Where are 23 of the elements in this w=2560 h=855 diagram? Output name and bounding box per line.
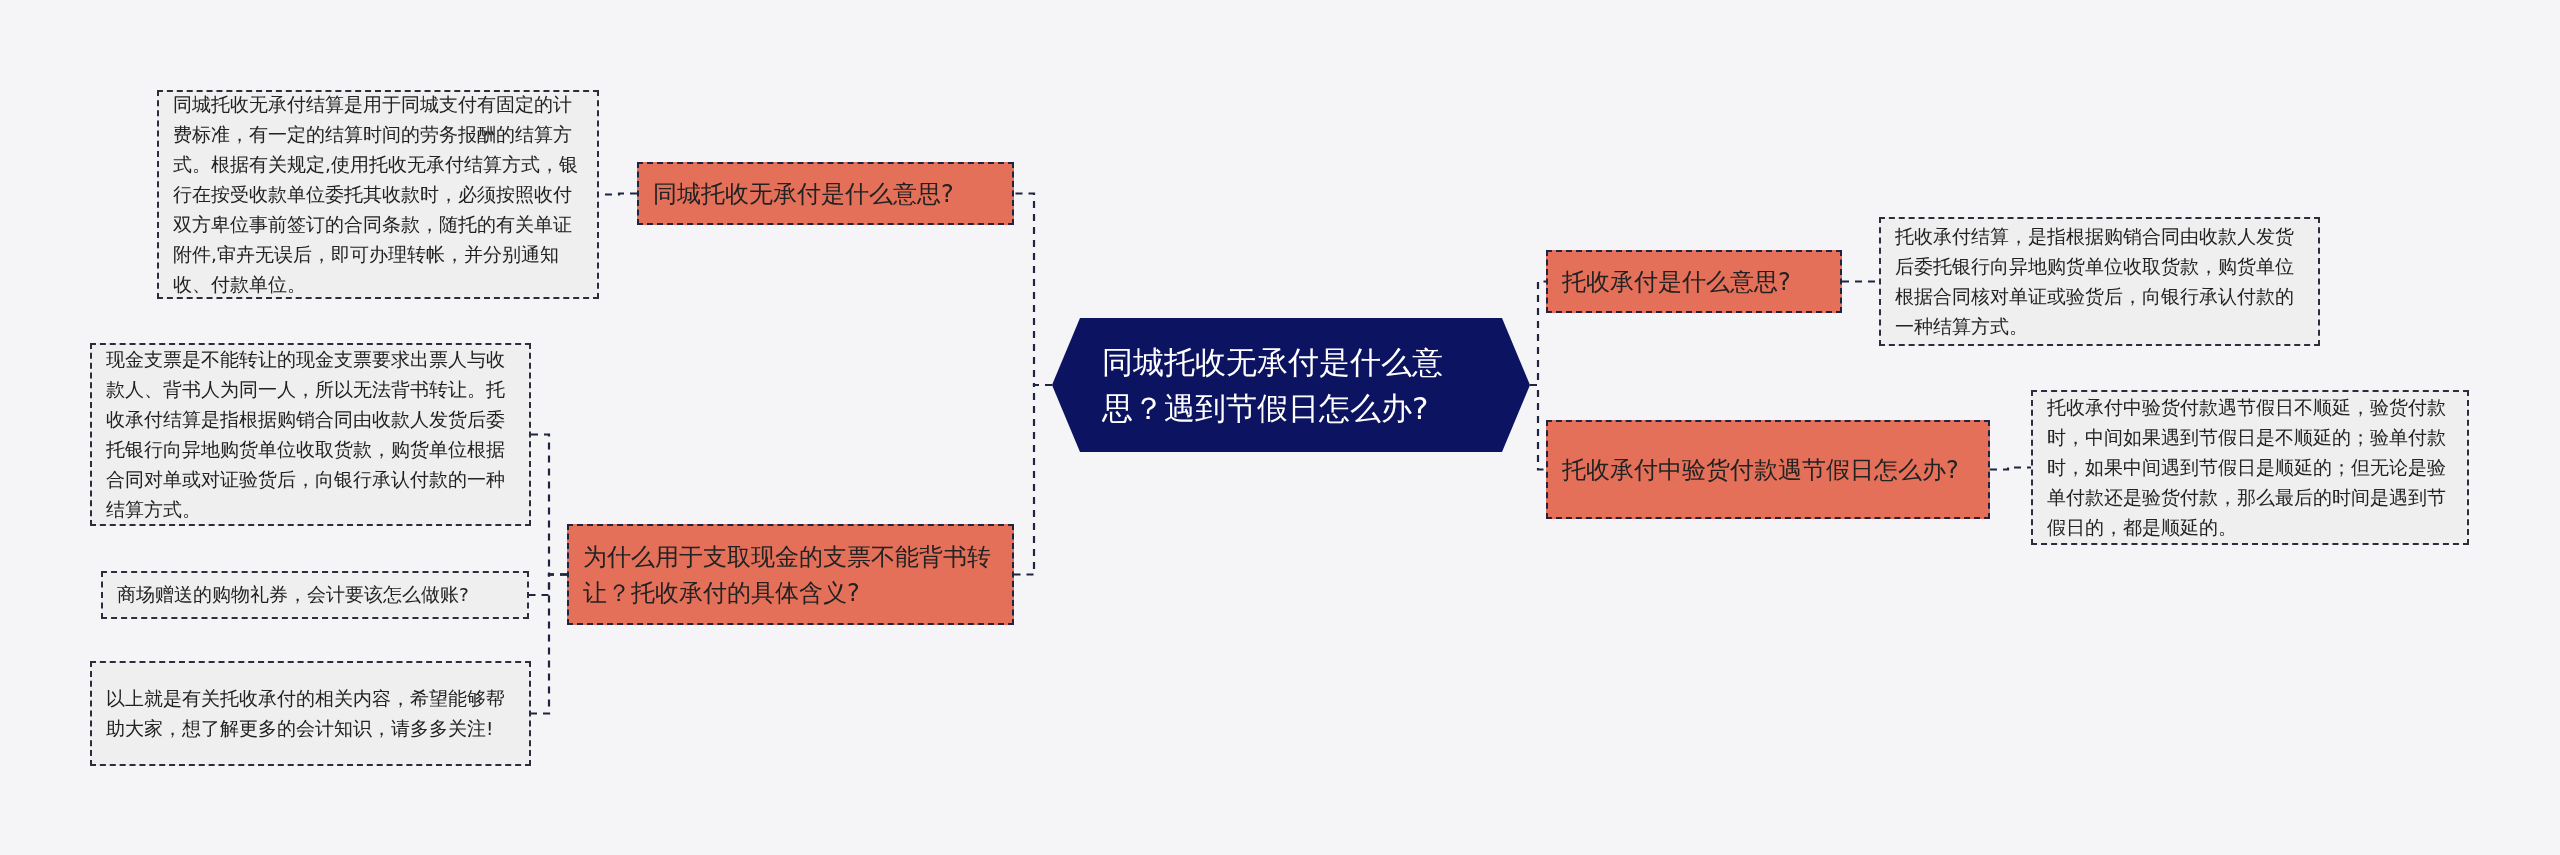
note-box	[101, 571, 529, 619]
note-text: 托收承付结算，是指根据购销合同由收款人发货后委托银行向异地购货单位收取货款，购货单位根据合同核对单证或验货后，向银行承认付款的一种结算方式。	[1895, 224, 2295, 339]
note-text: 现金支票是不能转让的现金支票要求出票人与收款人、背书人为同一人，所以无法背书转让。托收承付结算是指根据购销合同由收款人发货后委托银行向异地购货单位收取货款，购货单位根据合同对单或对证验货后，向银行承认付款的一种结算方式。	[106, 347, 506, 522]
central-topic-hexagon	[1052, 318, 1530, 452]
connector-line	[1014, 383, 1052, 576]
connector-line	[1990, 466, 2031, 471]
connector-line	[531, 573, 567, 715]
subtopic-text: 同城托收无承付是什么意思?	[653, 178, 954, 210]
note-text: 商场赠送的购物礼券，会计要该怎么做账?	[117, 583, 469, 607]
subtopic-text: 托收承付是什么意思?	[1562, 266, 1791, 298]
note-text: 以上就是有关托收承付的相关内容，希望能够帮助大家，想了解更多的会计知识，请多多关注!	[106, 686, 506, 741]
note-text: 同城托收无承付结算是用于同城支付有固定的计费标准，有一定的结算时间的劳务报酬的结算方式。根据有关规定,使用托收无承付结算方式，银行在按受收款单位委托其收款时，必须按照收付双方卑位事前签订的合同条款，随托的有关单证附件,审卉无误后，即可办理转帐，并分别通知收、付款单位。	[173, 92, 579, 297]
subtopic-text: 为什么用于支取现金的支票不能背书转让？托收承付的具体含义?	[583, 541, 992, 609]
subtopic-box	[1546, 420, 1990, 519]
note-box	[1879, 217, 2320, 346]
subtopic-box	[567, 524, 1014, 625]
connector-line	[1530, 383, 1546, 471]
subtopic-box	[1546, 250, 1842, 313]
subtopic-text: 托收承付中验货付款遇节假日怎么办?	[1562, 454, 1959, 486]
note-box	[90, 661, 531, 766]
central-topic-text: 同城托收无承付是什么意思？遇到节假日怎么办?	[1102, 343, 1444, 428]
subtopic-box	[637, 162, 1014, 225]
note-text: 托收承付中验货付款遇节假日不顺延，验货付款时，中间如果遇到节假日是不顺延的；验单付款时，如果中间遇到节假日是顺延的；但无论是验单付款还是验货付款，那么最后的时间是遇到节假日的，都是顺延的。	[2047, 395, 2447, 540]
